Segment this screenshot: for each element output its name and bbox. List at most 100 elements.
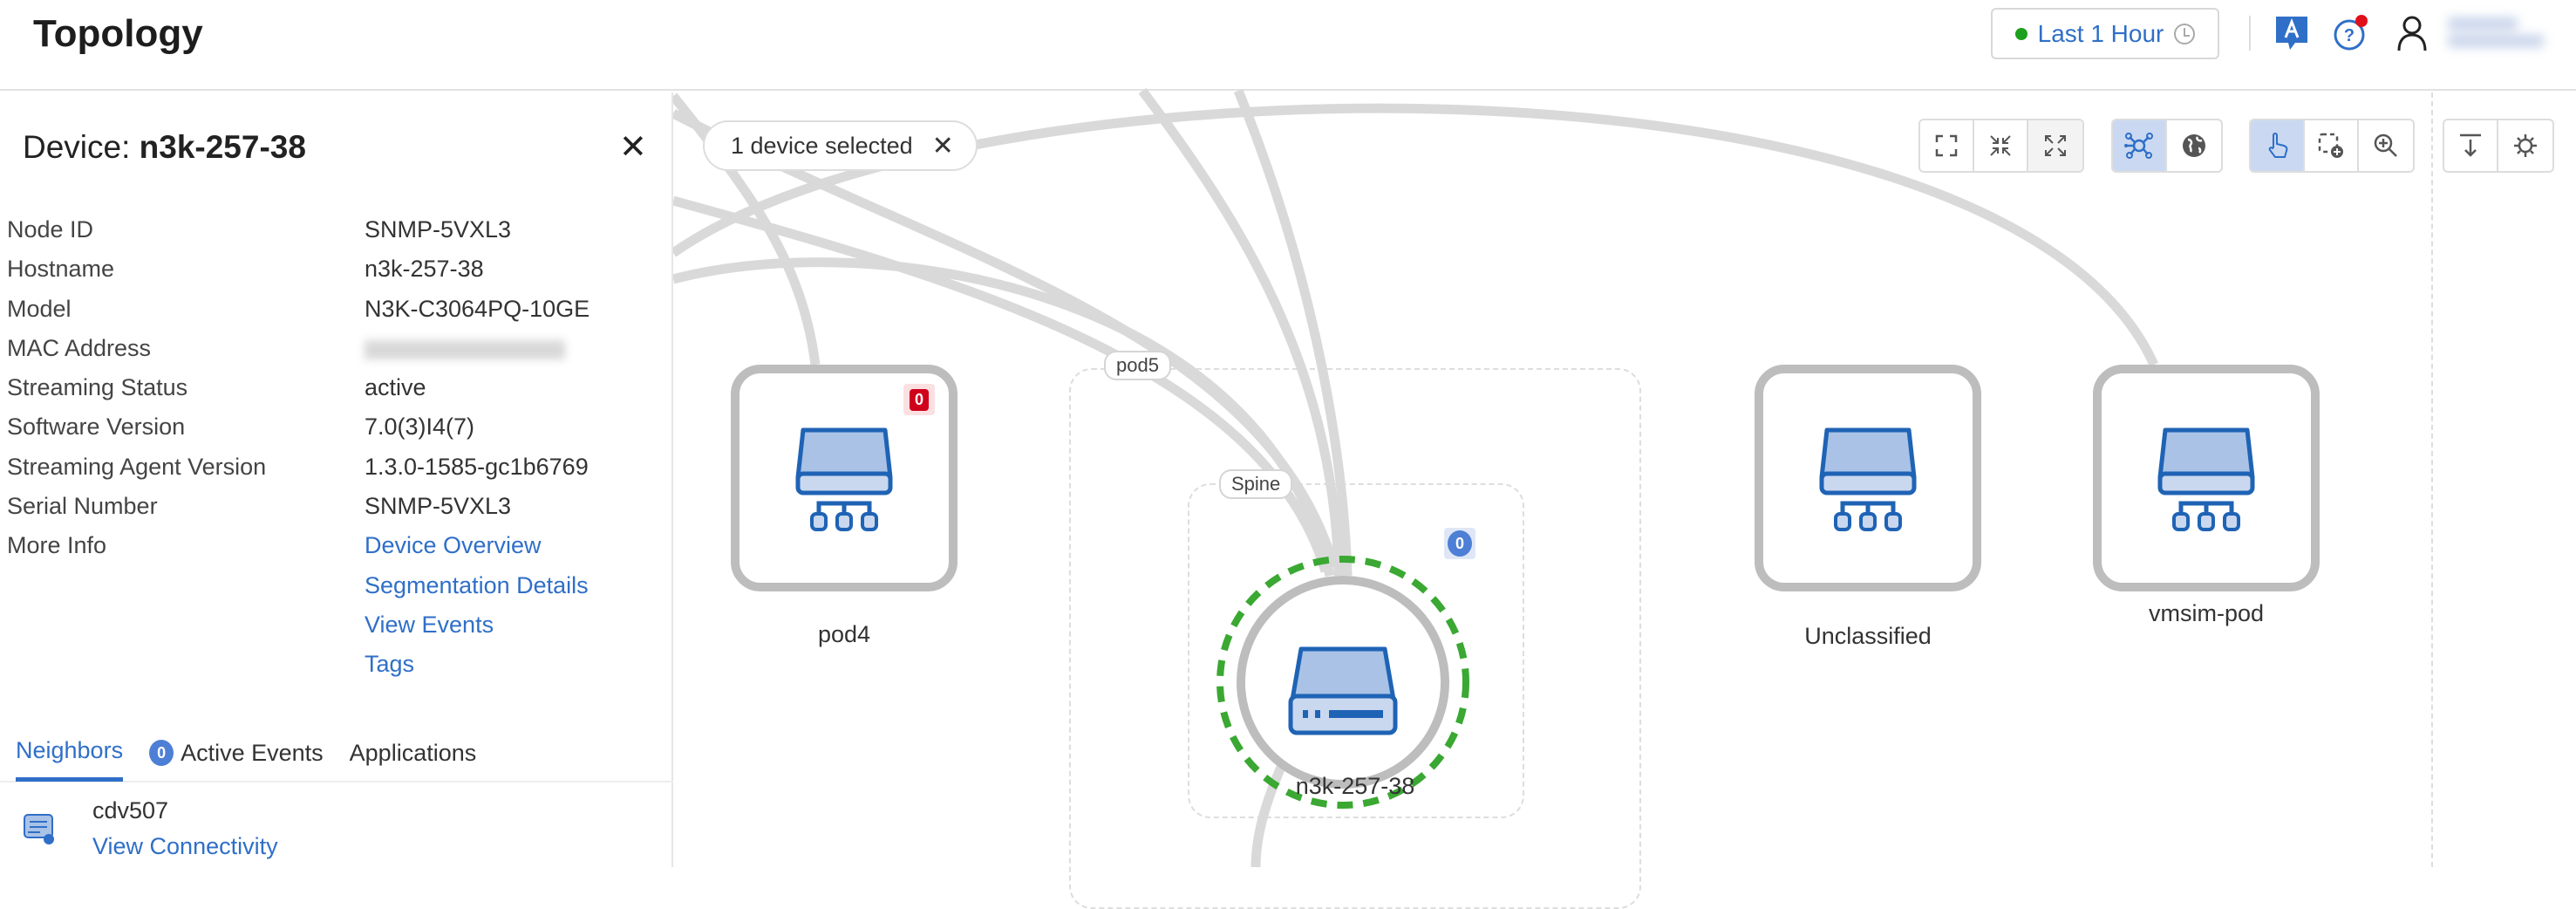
node-label-selected: n3k-257-38 — [1295, 773, 1415, 799]
topology-view-icon[interactable] — [2113, 120, 2167, 171]
status-dot-icon — [2014, 27, 2027, 40]
tab-label: Active Events — [181, 739, 324, 766]
globe-icon[interactable] — [2167, 120, 2221, 171]
collapse-icon[interactable] — [1974, 120, 2028, 171]
property-value: SNMP-5VXL3 — [365, 216, 512, 243]
property-row: Node ID SNMP-5VXL3 — [7, 216, 589, 256]
property-row: Streaming Agent Version 1.3.0-1585-gc1b67… — [7, 454, 589, 493]
layout-toolbar — [1918, 119, 2084, 173]
download-icon[interactable] — [2444, 120, 2498, 171]
panel-device-name: n3k-257-38 — [139, 129, 306, 165]
property-label: Streaming Agent Version — [7, 453, 267, 480]
clear-selection-icon[interactable]: ✕ — [931, 131, 954, 161]
group-spine — [1188, 483, 1524, 818]
expand-icon[interactable] — [2028, 120, 2082, 171]
tab-active-events[interactable]: 0 Active Events — [149, 724, 324, 782]
property-label: Hostname — [7, 256, 115, 283]
panel-title-prefix: Device: — [23, 129, 140, 165]
time-range-label: Last 1 Hour — [2037, 19, 2164, 47]
assistant-icon[interactable] — [2273, 14, 2311, 52]
utility-toolbar — [2443, 119, 2554, 173]
help-icon[interactable]: ? — [2332, 14, 2370, 52]
link-down — [1251, 753, 1291, 867]
neighbor-item: cdv507 View Connectivity — [23, 797, 278, 860]
selected-node-event-badge[interactable]: 0 — [1444, 528, 1475, 559]
mac-address-blurred — [365, 339, 565, 359]
node-unclassified[interactable] — [1755, 365, 1981, 591]
top-header: Topology Last 1 Hour ? — [0, 0, 2576, 91]
view-events-link[interactable]: View Events — [365, 611, 494, 638]
property-row: Streaming Status active — [7, 374, 589, 413]
tab-applications[interactable]: Applications — [350, 724, 477, 782]
user-name-blurred — [2448, 12, 2544, 59]
property-row: Model N3K-C3064PQ-10GE — [7, 296, 589, 335]
property-label: Serial Number — [7, 493, 158, 520]
pod-icon — [2157, 427, 2255, 531]
link-spine-d — [1138, 87, 1344, 577]
time-range-button[interactable]: Last 1 Hour — [1991, 8, 2219, 59]
device-overview-link[interactable]: Device Overview — [365, 532, 542, 559]
view-toolbar — [2111, 119, 2223, 173]
device-details-panel: Device: n3k-257-38 ✕ Node ID SNMP-5VXL3 H… — [0, 92, 673, 867]
property-label: MAC Address — [7, 334, 152, 361]
link-spine-c — [671, 257, 1335, 578]
box-select-icon[interactable] — [2305, 120, 2359, 171]
property-value: N3K-C3064PQ-10GE — [365, 295, 590, 322]
panel-tabs: Neighbors 0 Active Events Applications — [0, 725, 673, 783]
property-value: active — [365, 374, 426, 401]
topology-links — [669, 87, 2159, 867]
pod4-event-badge[interactable]: 0 — [903, 384, 935, 415]
switch-device-icon — [1288, 646, 1398, 735]
close-panel-icon[interactable]: ✕ — [619, 129, 647, 166]
neighbor-name: cdv507 — [92, 797, 169, 824]
property-row: MAC Address — [7, 335, 589, 374]
property-value: 1.3.0-1585-gc1b6769 — [365, 453, 589, 480]
selection-pill[interactable]: 1 device selected ✕ — [703, 120, 978, 171]
property-row: Software Version 7.0(3)I4(7) — [7, 413, 589, 453]
property-label: More Info — [7, 532, 107, 559]
pod-icon — [1819, 427, 1917, 531]
pointer-hand-icon[interactable] — [2251, 120, 2305, 171]
switch-icon — [24, 814, 54, 844]
event-count: 0 — [909, 388, 929, 411]
property-label: Model — [7, 295, 72, 322]
interaction-toolbar — [2249, 119, 2415, 173]
selection-label: 1 device selected — [731, 132, 913, 159]
node-n3k-257-38[interactable] — [1212, 555, 1474, 817]
property-label: Node ID — [7, 216, 94, 243]
group-label-pod5[interactable]: pod5 — [1104, 351, 1171, 380]
view-connectivity-link[interactable]: View Connectivity — [92, 833, 278, 859]
events-count-badge: 0 — [149, 740, 174, 766]
page-title: Topology — [33, 12, 203, 55]
node-vmsim-pod[interactable] — [2093, 365, 2320, 591]
fit-screen-icon[interactable] — [1920, 120, 1974, 171]
toolbar-divider — [2431, 92, 2433, 867]
gear-icon[interactable] — [2498, 120, 2552, 171]
property-label: Streaming Status — [7, 374, 188, 401]
user-icon[interactable] — [2393, 14, 2431, 52]
segmentation-details-link[interactable]: Segmentation Details — [365, 571, 589, 598]
property-row: More Info Device Overview — [7, 532, 589, 571]
property-label: Software Version — [7, 413, 186, 441]
property-row: Serial Number SNMP-5VXL3 — [7, 493, 589, 532]
zoom-in-icon[interactable] — [2359, 120, 2413, 171]
node-label-pod4: pod4 — [817, 621, 871, 647]
link-spine-e — [1233, 88, 1353, 577]
pod-icon — [795, 427, 893, 531]
tab-label: Neighbors — [16, 737, 124, 763]
panel-title: Device: n3k-257-38 — [23, 129, 306, 166]
group-label-spine[interactable]: Spine — [1219, 469, 1293, 499]
property-value: 7.0(3)I4(7) — [365, 413, 475, 441]
header-divider — [2249, 16, 2251, 51]
link-vmsim — [670, 103, 2159, 367]
tab-label: Applications — [349, 739, 477, 766]
node-label-vmsim-pod: vmsim-pod — [2148, 600, 2265, 626]
tab-neighbors[interactable]: Neighbors — [16, 724, 124, 782]
property-value: SNMP-5VXL3 — [365, 493, 512, 520]
svg-text:?: ? — [2344, 26, 2355, 45]
tags-link[interactable]: Tags — [365, 651, 415, 678]
event-count: 0 — [1448, 530, 1472, 557]
node-label-unclassified: Unclassified — [1804, 623, 1932, 649]
